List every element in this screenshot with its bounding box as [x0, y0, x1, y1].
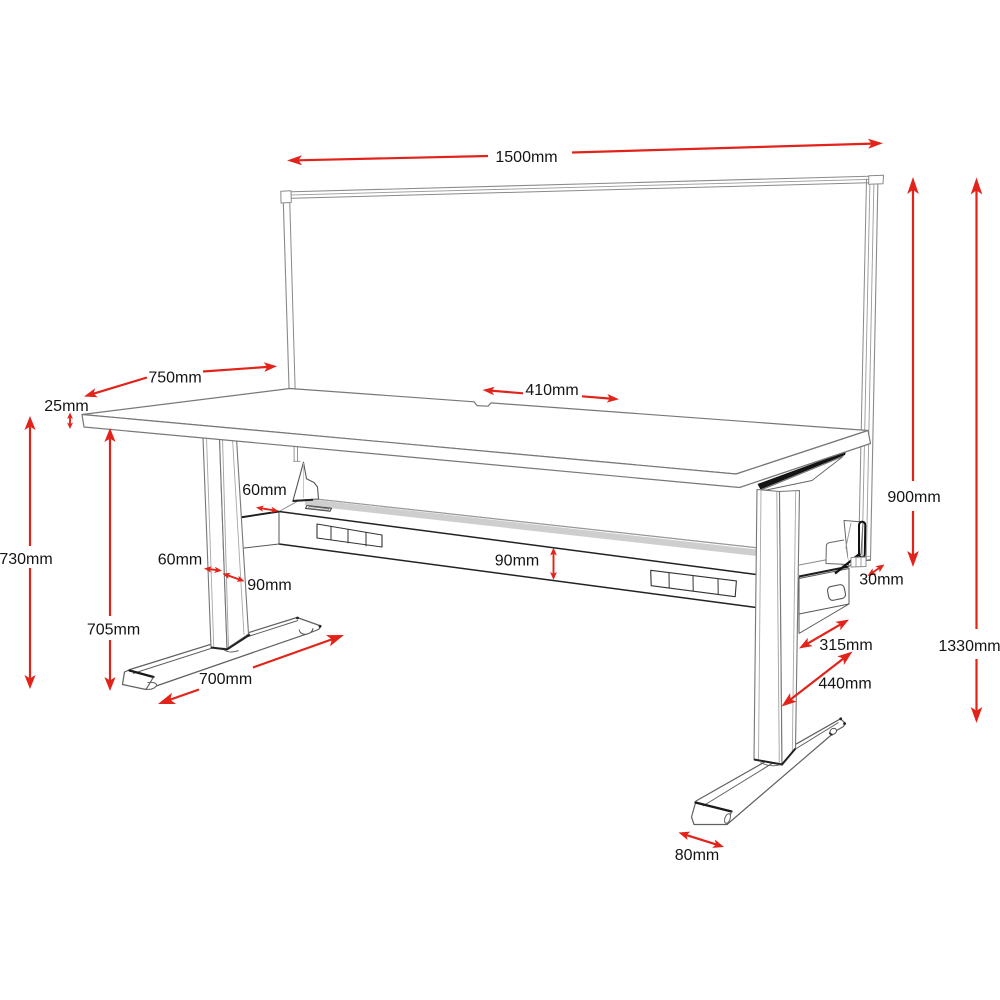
svg-text:705mm: 705mm — [87, 622, 140, 639]
svg-text:25mm: 25mm — [44, 398, 88, 415]
svg-text:60mm: 60mm — [242, 482, 286, 499]
svg-text:730mm: 730mm — [0, 551, 53, 568]
svg-text:1500mm: 1500mm — [495, 149, 557, 166]
svg-text:750mm: 750mm — [148, 370, 201, 387]
svg-text:80mm: 80mm — [675, 847, 719, 864]
svg-text:900mm: 900mm — [887, 489, 940, 506]
svg-text:90mm: 90mm — [495, 553, 539, 570]
svg-text:60mm: 60mm — [158, 552, 202, 569]
svg-text:30mm: 30mm — [859, 572, 903, 589]
svg-text:440mm: 440mm — [818, 676, 871, 693]
svg-text:90mm: 90mm — [247, 577, 291, 594]
svg-text:315mm: 315mm — [819, 637, 872, 654]
svg-text:1330mm: 1330mm — [938, 638, 1000, 655]
svg-text:700mm: 700mm — [199, 671, 252, 688]
svg-text:410mm: 410mm — [525, 382, 578, 399]
